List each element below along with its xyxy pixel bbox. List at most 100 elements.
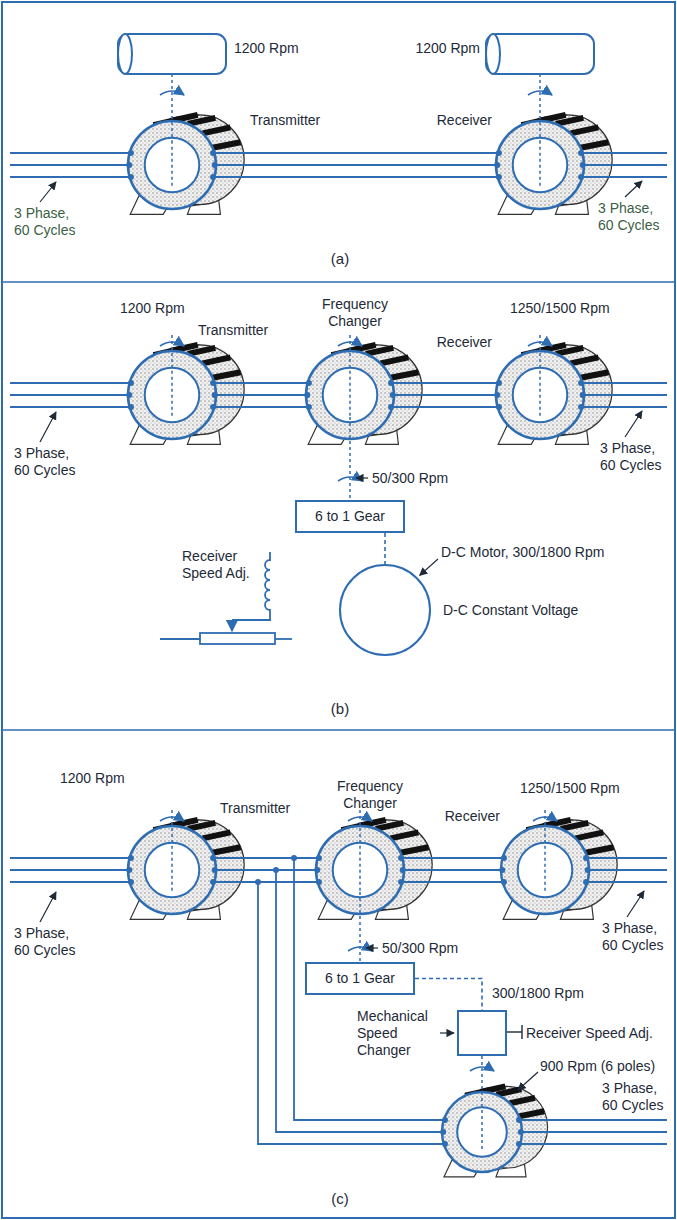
wire (215, 164, 498, 166)
wire (215, 394, 308, 396)
node-heading: 6 to 1 Gear (325, 970, 395, 987)
speed-changer-box: Mechanical Speed Changer (457, 1010, 507, 1056)
housing-stripe (376, 823, 404, 829)
wire (213, 406, 309, 408)
label-text: (c) (331, 1190, 349, 1207)
rotor-bore (513, 368, 568, 423)
wire (391, 406, 499, 408)
shaft-connector (415, 979, 482, 1011)
label-text: 3 Phase, 60 Cycles (14, 205, 84, 239)
wire (213, 152, 499, 154)
shaft-line (359, 892, 361, 962)
shaft-line (171, 371, 173, 417)
shaft-line (539, 371, 541, 417)
leader-arrow (625, 411, 642, 437)
wire (10, 382, 131, 384)
stator-ring (128, 826, 216, 914)
wire (160, 638, 200, 640)
shaft-line (349, 417, 351, 500)
rotation-arrow (160, 342, 184, 346)
shaft-connector (384, 533, 386, 564)
label-text: Receiver (437, 334, 492, 351)
field-coil (232, 552, 270, 620)
label-text: 3 Phase, 60 Cycles (600, 440, 670, 474)
label-text: 1250/1500 Rpm (510, 300, 610, 317)
wire (213, 881, 319, 883)
label-text: 3 Phase, 60 Cycles (14, 925, 84, 959)
label-text: 900 Rpm (6 poles) (540, 1058, 655, 1075)
wire (258, 882, 445, 1144)
housing-stripe (188, 348, 216, 354)
label-text: 3 Phase, 60 Cycles (598, 200, 668, 234)
wire (586, 881, 667, 883)
wire (581, 152, 667, 154)
shaft-line (349, 335, 351, 371)
shaft-line (539, 141, 541, 187)
shaft-line (171, 141, 173, 187)
leader-arrow (356, 477, 368, 478)
rotation-arrow (338, 342, 362, 346)
edge-label: 300/1800 Rpm (492, 985, 584, 1002)
housing-stripe (391, 832, 419, 838)
rotor-bore (323, 368, 378, 423)
label-text: 50/300 Rpm (382, 940, 458, 957)
leader-arrow (625, 181, 642, 197)
wire (583, 164, 667, 166)
wire (519, 1119, 667, 1121)
rotor-bore (145, 138, 200, 193)
housing-stripe (561, 823, 589, 829)
wire (10, 869, 129, 871)
leader-arrow (40, 182, 56, 202)
shaft-line (349, 371, 351, 417)
shaft-line (171, 335, 173, 371)
label-text: Frequency Changer (330, 778, 410, 812)
wire (10, 406, 131, 408)
label-text: 1200 Rpm (234, 40, 299, 57)
load-drum (118, 34, 226, 74)
wire (10, 152, 131, 154)
leader-arrow (440, 1032, 454, 1033)
wire (519, 1143, 667, 1145)
leader-arrow (627, 891, 644, 917)
rotation-arrow (348, 817, 372, 821)
shaft-line (171, 846, 173, 892)
node-heading: Mechanical Speed Changer (357, 1008, 437, 1059)
label-text: Receiver Speed Adj. (182, 548, 262, 582)
shaft-line (359, 846, 361, 892)
gear-box: 6 to 1 Gear (305, 962, 415, 995)
label-text: 1200 Rpm (415, 40, 480, 57)
rotation-arrow (528, 342, 552, 346)
housing-stripe (401, 847, 429, 853)
label-text: 1200 Rpm (60, 770, 125, 787)
wire (521, 1131, 667, 1133)
rotor-bore (333, 843, 388, 898)
leader-arrow (366, 947, 378, 948)
label-text: Transmitter (250, 112, 320, 129)
label-text: (a) (331, 250, 349, 267)
housing-stripe (496, 1089, 521, 1095)
adjust-lever (521, 1025, 522, 1039)
shaft-line (539, 74, 541, 141)
shaft-line (539, 335, 541, 371)
dc-motor: D-C Motor, 300/1800 RpmD-C Constant Volt… (339, 564, 431, 656)
shaft-line (544, 846, 546, 892)
label-text: Transmitter (220, 800, 290, 817)
shaft-line (171, 74, 173, 141)
label-text: 3 Phase, 60 Cycles (14, 445, 84, 479)
leader-arrow (40, 892, 56, 922)
wire (10, 881, 131, 883)
label-text: 1250/1500 Rpm (520, 780, 620, 797)
label-text: 50/300 Rpm (372, 470, 448, 487)
rotation-arrow (470, 1067, 494, 1071)
rotation-arrow (533, 817, 557, 821)
wire (581, 382, 667, 384)
housing-stripe (391, 372, 419, 378)
housing-stripe (366, 348, 394, 354)
rheostat (200, 633, 275, 644)
shaft-line (544, 810, 546, 846)
label-text: Transmitter (198, 322, 268, 339)
load-drum (486, 34, 594, 74)
wire (588, 869, 667, 871)
wire (215, 869, 318, 871)
